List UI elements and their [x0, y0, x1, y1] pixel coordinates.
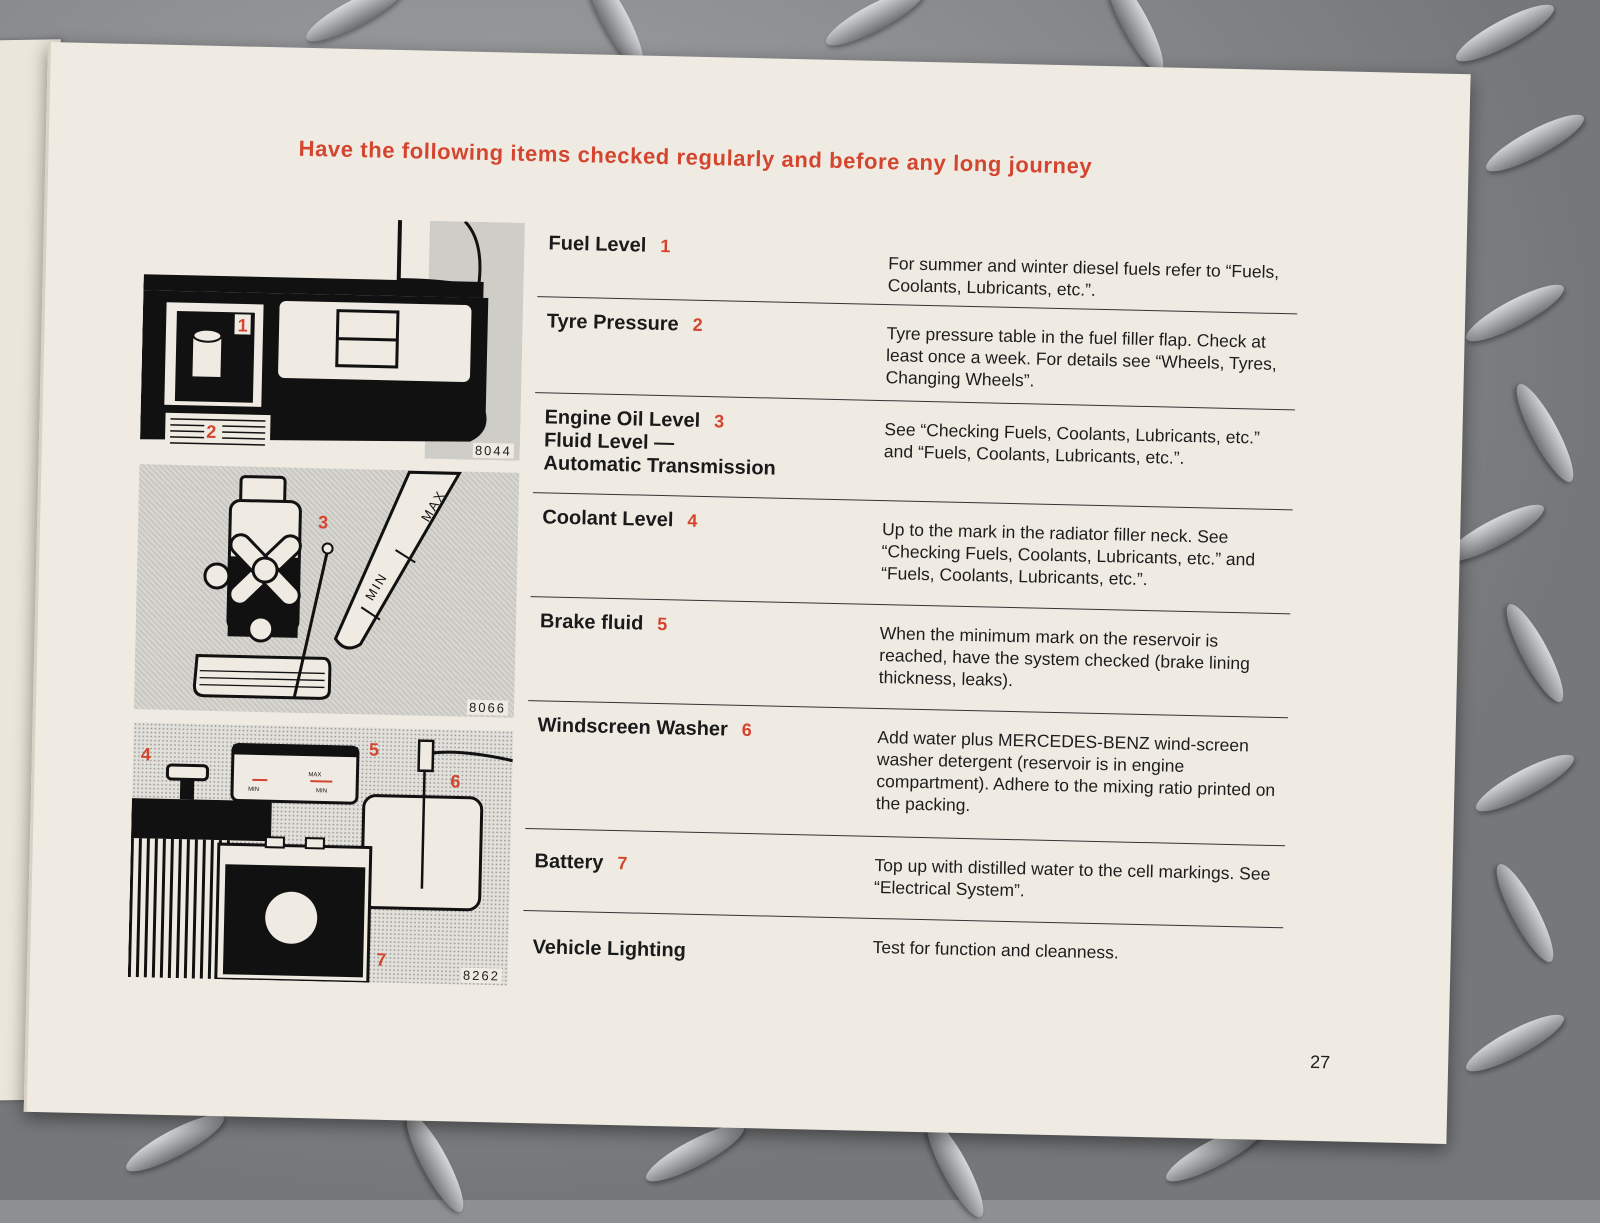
figure-oil-dipstick: 3 MAX MIN 8066 — [134, 464, 519, 718]
item-number: 2 — [692, 315, 702, 335]
callout-5: 5 — [369, 739, 379, 759]
tread-bump — [1450, 0, 1559, 70]
reservoir-label-max: MAX — [308, 772, 321, 778]
figure-number: 8044 — [473, 443, 514, 459]
item-label: Vehicle Lighting — [532, 936, 862, 966]
figure-fuel-filler: 1 2 8044 — [140, 214, 525, 461]
tread-bump — [398, 1108, 473, 1217]
tread-bump — [120, 1106, 229, 1181]
item-description: Add water plus MERCEDES-BENZ wind-screen… — [876, 726, 1278, 823]
item-description: For summer and winter diesel fuels refer… — [887, 252, 1288, 305]
tread-bump — [1498, 598, 1573, 707]
dipstick-illustration: 3 MAX MIN — [134, 464, 519, 718]
item-description: Top up with distilled water to the cell … — [874, 854, 1275, 907]
item-number: 4 — [687, 511, 697, 531]
tread-bump — [1460, 276, 1569, 351]
page-number: 27 — [1310, 1052, 1331, 1073]
tread-bump — [1480, 106, 1589, 181]
item-label-line3: Automatic Transmission — [543, 452, 776, 479]
reservoir-label-min: MIN — [248, 787, 259, 793]
tread-bump — [1488, 858, 1563, 967]
item-description: See “Checking Fuels, Coolants, Lubricant… — [884, 418, 1285, 471]
item-description: Test for function and cleanness. — [872, 936, 1272, 967]
tread-bump — [1508, 378, 1583, 487]
tread-bump — [820, 0, 929, 54]
item-number: 6 — [742, 720, 752, 740]
item-description: When the minimum mark on the reservoir i… — [879, 622, 1280, 697]
callout-4: 4 — [141, 744, 151, 764]
fuel-filler-illustration: 1 2 — [140, 214, 525, 461]
item-description: Up to the mark in the radiator filler ne… — [881, 518, 1282, 593]
reservoir-label-min: MIN — [316, 788, 327, 794]
callout-1: 1 — [237, 315, 247, 335]
figure-engine-compartment: 4 MIN MAX MIN 5 6 — [128, 722, 514, 986]
item-number: 3 — [714, 411, 724, 431]
tread-bump — [300, 0, 409, 50]
tread-bump — [1460, 1006, 1569, 1081]
item-label-line2: Fluid Level — — [544, 429, 674, 454]
page-heading: Have the following items checked regular… — [298, 136, 1318, 185]
manual-page: Have the following items checked regular… — [24, 42, 1471, 1144]
callout-2: 2 — [206, 422, 216, 442]
item-number: 7 — [617, 853, 627, 873]
item-number: 5 — [657, 614, 667, 634]
engine-compartment-illustration: 4 MIN MAX MIN 5 6 — [128, 722, 514, 986]
item-description: Tyre pressure table in the fuel filler f… — [885, 322, 1286, 397]
callout-7: 7 — [376, 950, 386, 970]
callout-3: 3 — [318, 512, 328, 532]
tread-bump — [1470, 746, 1579, 821]
figure-number: 8262 — [461, 968, 502, 984]
figure-number: 8066 — [467, 700, 508, 716]
callout-6: 6 — [450, 771, 460, 791]
item-number: 1 — [660, 236, 670, 256]
